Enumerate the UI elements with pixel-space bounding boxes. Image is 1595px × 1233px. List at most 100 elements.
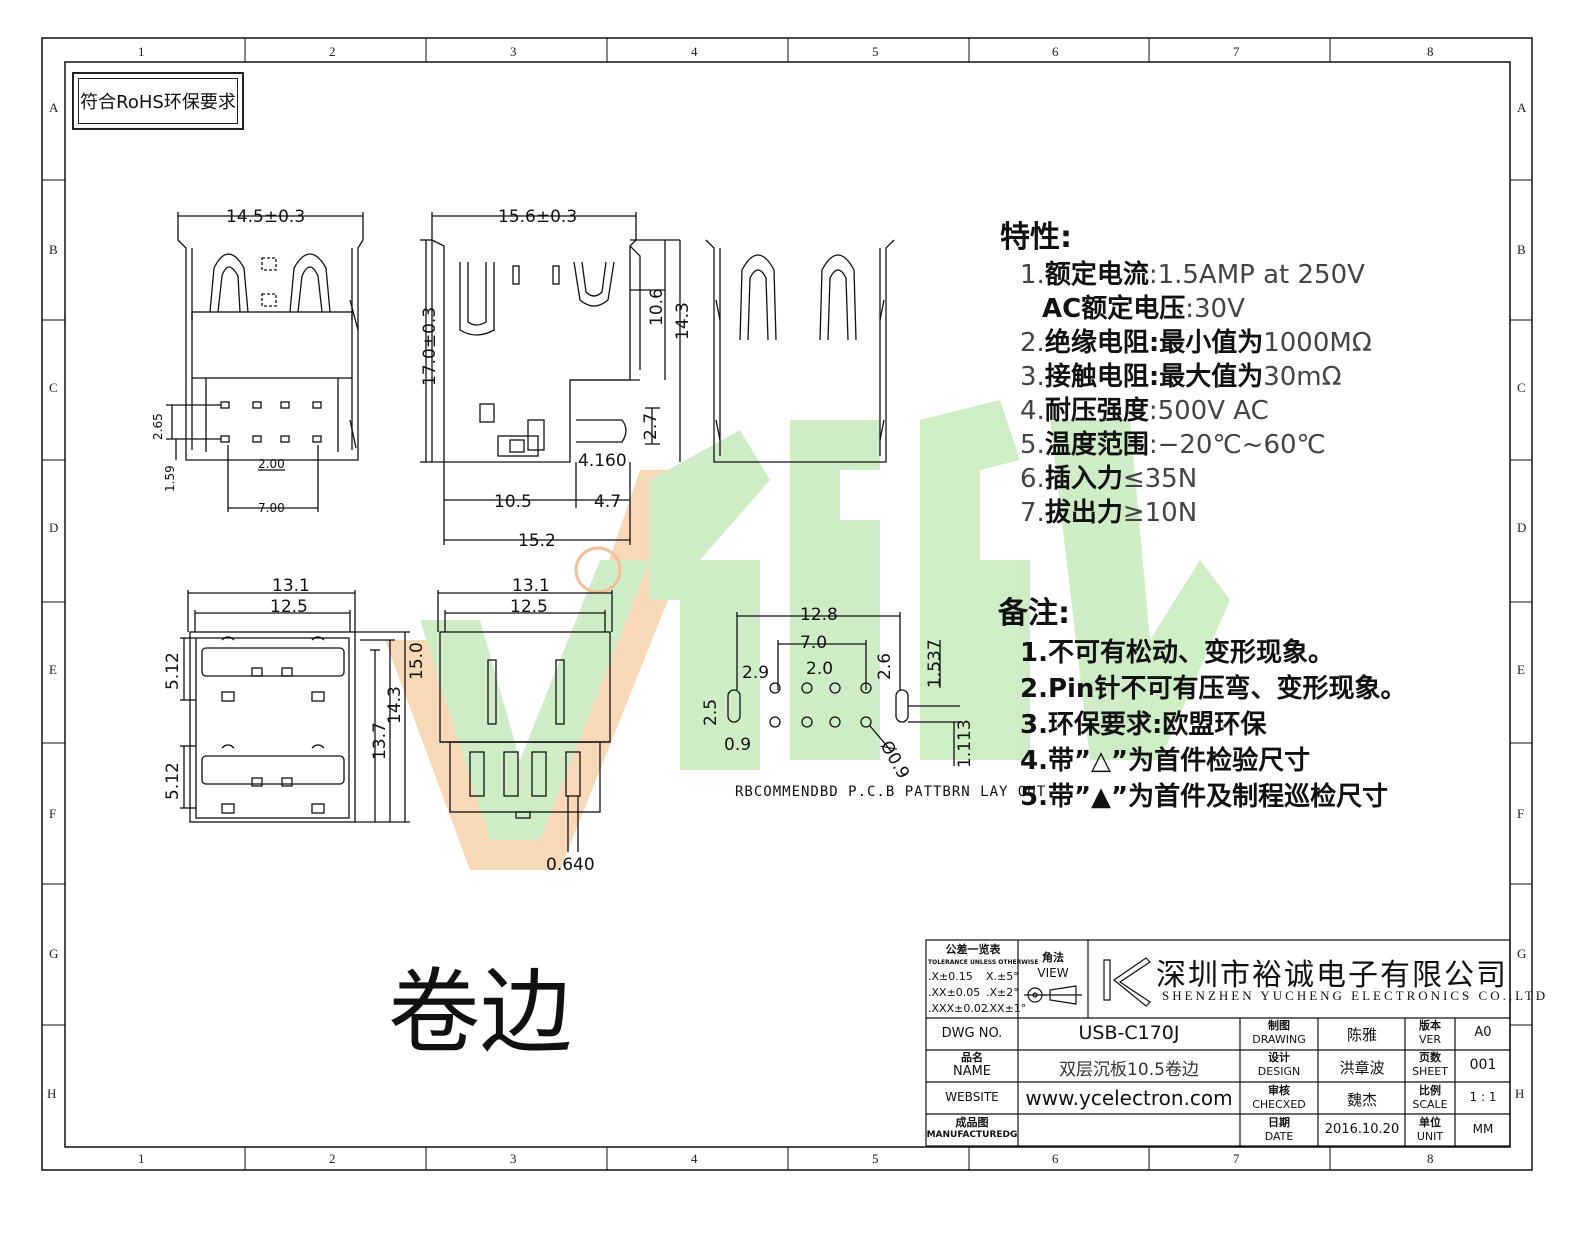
spec-value: :30V <box>1185 294 1245 324</box>
dim-10-6: 10.6 <box>647 288 667 326</box>
zone-col-7-top: 7 <box>1233 44 1240 59</box>
tb-ang-1: X.±5° <box>986 970 1019 983</box>
pcb-dim-7-0: 7.0 <box>800 633 827 653</box>
tb-tol-2: .XX±0.05 <box>928 986 981 999</box>
dim-15-2: 15.2 <box>518 531 556 551</box>
zone-row-a-right: A <box>1517 100 1527 115</box>
dim-4-160: 4.160 <box>578 451 627 471</box>
pcb-dim-phi: Ø0.9 <box>876 738 914 783</box>
note-item-5: 5.带”▲”为首件及制程巡检尺寸 <box>1020 782 1389 812</box>
tb-dwg-no-label: DWG NO. <box>941 1026 1003 1041</box>
tb-scale: 1 : 1 <box>1469 1090 1497 1104</box>
spec-num: 6. <box>1020 464 1045 494</box>
zone-row-e-right: E <box>1517 662 1525 677</box>
tb-sheet: 001 <box>1469 1057 1497 1073</box>
dim-4-7: 4.7 <box>594 492 621 512</box>
dim-side-width: 15.6±0.3 <box>498 207 577 227</box>
tb-drawing-cn: 制图 <box>1268 1019 1290 1032</box>
spec-num: 3. <box>1020 362 1045 392</box>
tb-design-name: 洪章波 <box>1339 1059 1385 1077</box>
note-item-2: 2.Pin针不可有压弯、变形现象。 <box>1020 674 1407 704</box>
zone-col-4-bottom: 4 <box>691 1151 698 1166</box>
spec-label: 绝缘电阻:最小值为 <box>1044 328 1264 358</box>
spec-label: 插入力 <box>1044 464 1123 494</box>
spec-item-7: 7.拔出力≥10N <box>1020 492 1197 529</box>
zone-row-f-left: F <box>49 806 57 821</box>
zone-col-2-top: 2 <box>329 44 336 59</box>
zone-row-f-right: F <box>1517 806 1525 821</box>
tb-checked-en: CHECXED <box>1252 1098 1306 1111</box>
tb-mfg-en: MANUFACTUREDG <box>926 1130 1018 1140</box>
dim-0-640: 0.640 <box>546 855 595 875</box>
zone-row-d-right: D <box>1517 520 1527 535</box>
tb-ang-3: .XX±1° <box>986 1002 1027 1015</box>
tb-name-en: NAME <box>952 1064 992 1079</box>
zone-col-6-top: 6 <box>1052 44 1059 59</box>
tb-date: 2016.10.20 <box>1324 1122 1400 1137</box>
tb-checked-cn: 审核 <box>1268 1084 1290 1097</box>
note-item-3: 3.环保要求:欧盟环保 <box>1020 710 1267 740</box>
tb-ver: A0 <box>1474 1025 1492 1040</box>
zone-col-3-bottom: 3 <box>510 1151 517 1166</box>
watermark-logo <box>385 400 1230 870</box>
tb-scale-en: SCALE <box>1412 1098 1448 1111</box>
spec-value: 1000MΩ <box>1263 328 1372 358</box>
pcb-dim-2-0: 2.0 <box>806 659 833 679</box>
tb-sheet-en: SHEET <box>1412 1065 1448 1078</box>
dim-7-00: 7.00 <box>258 501 285 515</box>
spec-label: 额定电流 <box>1044 260 1149 290</box>
rohs-compliance-box: 符合RoHS环保要求 <box>72 72 244 130</box>
zone-col-4-top: 4 <box>691 44 698 59</box>
zone-col-6-bottom: 6 <box>1052 1151 1059 1166</box>
tb-website-label: WEBSITE <box>945 1090 999 1104</box>
spec-label: 拔出力 <box>1044 498 1123 528</box>
zone-col-5-bottom: 5 <box>872 1151 879 1166</box>
tb-date-en: DATE <box>1264 1130 1294 1143</box>
spec-num: 2. <box>1020 328 1045 358</box>
tb-date-cn: 日期 <box>1268 1116 1290 1129</box>
dim-10-5: 10.5 <box>494 492 532 512</box>
tb-unit: MM <box>1472 1122 1494 1136</box>
note-item-4: 4.带”△”为首件检验尺寸 <box>1020 746 1311 776</box>
tb-ver-cn: 版本 <box>1419 1019 1441 1032</box>
tb-dwg-no: USB-C170J <box>1078 1022 1180 1044</box>
spec-item-4: 4.耐压强度:500V AC <box>1020 390 1269 427</box>
spec-value: :500V AC <box>1148 396 1269 426</box>
zone-row-b-right: B <box>1517 242 1526 257</box>
tb-tolerance-en: TOLERANCE UNLESS OTHERWISE <box>928 959 1039 966</box>
tb-name-cn: 品名 <box>961 1051 983 1064</box>
spec-item-3: 3.接触电阻:最大值为30mΩ <box>1020 356 1342 393</box>
pcb-dim-2-6: 2.6 <box>875 653 895 680</box>
zone-row-a-left: A <box>49 100 59 115</box>
tb-drawing-en: DRAWING <box>1252 1033 1306 1046</box>
pcb-layout <box>727 612 960 766</box>
zone-col-8-top: 8 <box>1427 44 1434 59</box>
spec-num: 1. <box>1020 260 1045 290</box>
pcb-dim-1-537: 1.537 <box>925 639 945 688</box>
spec-item-1b: AC额定电压:30V <box>1042 288 1245 325</box>
zone-col-3-top: 3 <box>510 44 517 59</box>
dim-2-00: 2.00 <box>258 457 285 471</box>
zone-col-1-top: 1 <box>138 44 145 59</box>
zone-row-g-right: G <box>1517 946 1527 961</box>
specs-title: 特性: <box>1000 220 1072 255</box>
tb-view-en: VIEW <box>1037 966 1069 980</box>
zone-row-b-left: B <box>49 242 58 257</box>
tb-ver-en: VER <box>1418 1033 1442 1046</box>
dim-front-width: 14.5±0.3 <box>226 207 305 227</box>
zone-col-1-bottom: 1 <box>138 1151 145 1166</box>
zone-row-e-left: E <box>49 662 57 677</box>
dim-5-12-a: 5.12 <box>163 652 183 690</box>
side-view <box>420 212 681 545</box>
pcb-dim-0-9: 0.9 <box>724 735 751 755</box>
dim-2-7: 2.7 <box>641 413 661 440</box>
tb-design-cn: 设计 <box>1268 1051 1290 1064</box>
dim-5-12-b: 5.12 <box>163 762 183 800</box>
tb-company-cn: 深圳市裕诚电子有限公司 <box>1156 958 1508 993</box>
dim-1-59: 1.59 <box>163 465 177 492</box>
tb-scale-cn: 比例 <box>1419 1084 1441 1097</box>
tb-tol-3: .XXX±0.02 <box>928 1002 988 1015</box>
zone-row-c-left: C <box>49 380 58 395</box>
zone-row-g-left: G <box>49 946 59 961</box>
